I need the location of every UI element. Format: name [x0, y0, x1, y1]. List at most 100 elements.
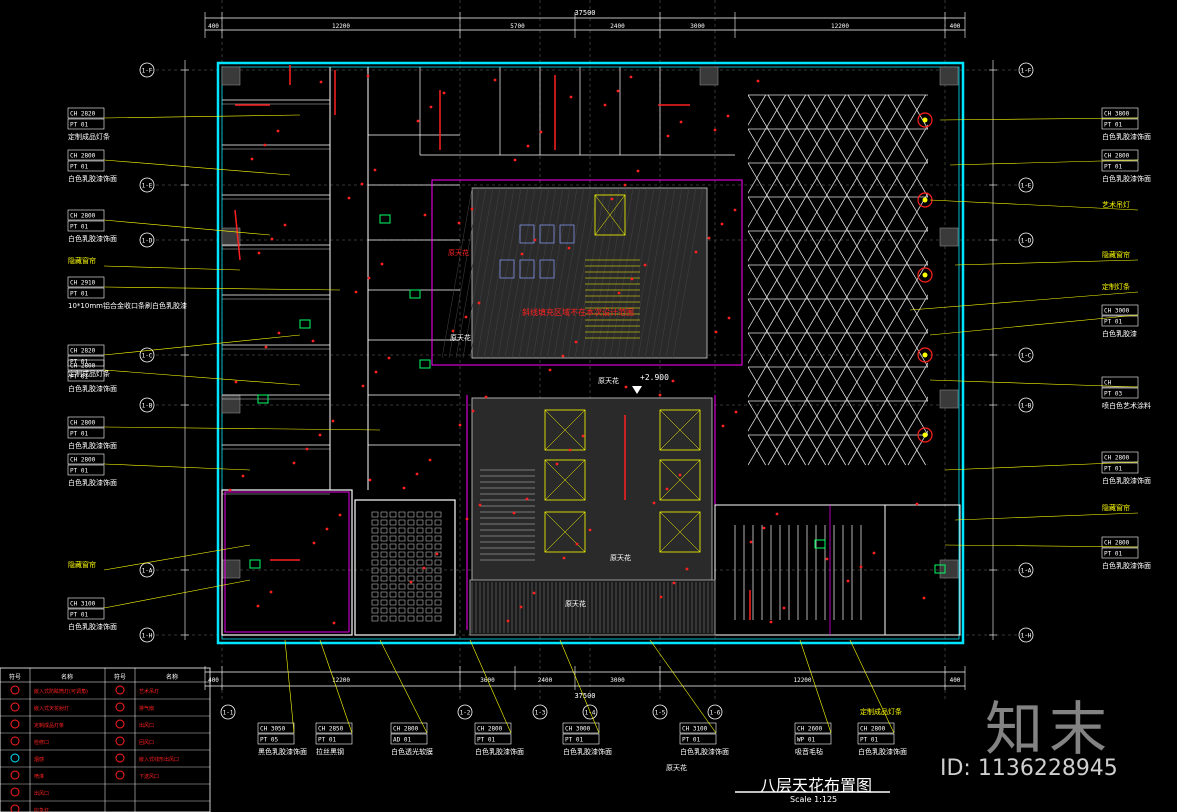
- core-hatch: [609, 187, 641, 359]
- downlight: [354, 290, 358, 294]
- film-cell: [425, 535, 433, 542]
- film-cell: [425, 575, 433, 582]
- raw-ceiling-label: 原天花: [610, 553, 631, 562]
- pattern-diagonal: [748, 94, 886, 330]
- art-pendant-core: [922, 432, 928, 438]
- core-hatch: [553, 187, 585, 359]
- film-cell: [407, 599, 415, 606]
- core-hatch: [658, 187, 690, 359]
- downlight: [409, 580, 413, 584]
- downlight: [493, 78, 497, 82]
- left-tag-leader: [103, 219, 271, 236]
- legend-desc: 出风口: [139, 722, 154, 729]
- film-cell: [389, 583, 397, 590]
- film-cell: [425, 559, 433, 566]
- bottom-tag-material: WP 01: [797, 737, 815, 744]
- access-panel-icon: [299, 319, 311, 329]
- grid-marker-right: 1-D: [1021, 238, 1032, 245]
- downlight: [749, 540, 753, 544]
- grid-marker-right-circle: [1018, 397, 1034, 413]
- right-tag-material: PT 01: [1104, 551, 1122, 558]
- legend-symbol-grille2: [115, 736, 125, 746]
- grid-axis-markers: 1-F1-E1-D1-C1-B1-A1-H1-F1-E1-D1-C1-B1-A1…: [139, 62, 1034, 720]
- left-tag-material-box: [67, 370, 105, 382]
- downlight: [561, 354, 565, 358]
- pattern-diagonal: [827, 294, 928, 466]
- left-tag-material: PT 01: [70, 359, 88, 366]
- grid-marker-bottom: 1-1: [223, 710, 234, 717]
- elevator-car: [544, 511, 586, 553]
- film-cell: [416, 575, 424, 582]
- downlight: [756, 79, 760, 83]
- downlight: [629, 75, 633, 79]
- raw-ceiling-label: 原天花: [448, 248, 469, 257]
- watermark-logo: 知末: [985, 695, 1114, 763]
- grid-marker-left: 1-E: [142, 183, 153, 190]
- film-cell: [434, 551, 442, 558]
- left-tag-leader: [103, 159, 291, 176]
- downlight: [228, 488, 232, 492]
- shaft-x: [594, 194, 626, 236]
- downlight: [277, 331, 281, 335]
- film-cell: [425, 607, 433, 614]
- right-tag-leader: [944, 544, 1139, 548]
- core-hatch: [574, 187, 606, 359]
- core-note: 斜线填充区域不在本次设计范围: [522, 307, 634, 317]
- core-hatch: [588, 187, 620, 359]
- film-cell: [398, 583, 406, 590]
- bottom-tag-desc: 白色乳胶漆饰面: [680, 747, 729, 756]
- bottom-tag-code-box: [474, 722, 512, 734]
- left-tag-code-box: [67, 107, 105, 119]
- film-cell: [389, 559, 397, 566]
- legend-desc: 下送风口: [139, 773, 159, 780]
- core-hatch: [616, 187, 648, 359]
- legend-symbol-red-ring: [10, 787, 20, 797]
- legend-symbol-red-dot: [10, 770, 20, 780]
- film-cell: [416, 567, 424, 574]
- left-tag-leader: [103, 544, 251, 571]
- downlight: [451, 329, 455, 333]
- downlight: [387, 356, 391, 360]
- film-cell: [371, 559, 379, 566]
- downlight: [678, 473, 682, 477]
- film-cell: [398, 535, 406, 542]
- right-tag-material-box: [1101, 315, 1139, 327]
- downlight: [533, 238, 537, 242]
- shaft-box: [594, 194, 626, 236]
- core-hatch: [665, 187, 697, 359]
- pattern-diagonal: [867, 362, 928, 466]
- pattern-diagonal: [907, 94, 928, 130]
- pattern-diagonal: [1008, 95, 1177, 465]
- downlight: [859, 565, 863, 569]
- downlight: [263, 143, 267, 147]
- downlight: [567, 246, 571, 250]
- pattern-diagonal: [748, 94, 786, 160]
- grid-marker-left-circle: [139, 562, 155, 578]
- downlight: [429, 105, 433, 109]
- downlight: [458, 423, 462, 427]
- grid-marker-left-circle: [139, 627, 155, 643]
- toilet-stall: [519, 224, 535, 244]
- downlight: [671, 379, 675, 383]
- left-tag-desc: 白色乳胶漆饰面: [68, 234, 117, 243]
- film-cell: [371, 615, 379, 622]
- grid-marker-bottom-circle: [457, 704, 473, 720]
- pattern-diagonal: [748, 298, 846, 466]
- film-cell: [434, 591, 442, 598]
- legend-desc: 嵌入式防眩筒灯(可调角): [34, 688, 88, 695]
- legend-header: 符号: [114, 673, 126, 681]
- downlight: [256, 604, 260, 608]
- film-cell: [398, 527, 406, 534]
- left-tag-leader: [103, 114, 301, 119]
- film-cell: [407, 511, 415, 518]
- left-tag-code: CH 2910: [70, 280, 96, 287]
- downlight: [478, 503, 482, 507]
- film-cell: [398, 599, 406, 606]
- downlight: [643, 263, 647, 267]
- right-tag-leader: [909, 291, 1139, 311]
- grid-marker-right-circle: [1018, 347, 1034, 363]
- dim-segment-bottom: 400: [950, 677, 961, 684]
- right-tag-code: CH 2800: [1104, 540, 1130, 547]
- right-tag-material: PT 03: [1104, 391, 1122, 398]
- dim-segment-top: 3000: [690, 23, 705, 30]
